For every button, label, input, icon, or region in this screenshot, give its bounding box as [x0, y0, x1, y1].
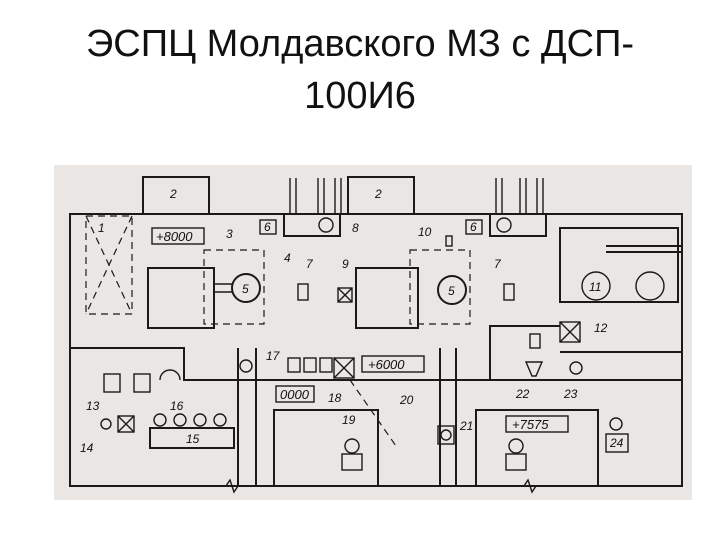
- crane-left: [283, 213, 341, 237]
- item-21: [437, 425, 455, 445]
- elevation-box-top-left: [151, 227, 205, 245]
- callout-11: 11: [589, 280, 601, 294]
- elevation-box-bottom-left: [275, 385, 315, 403]
- item-24: [605, 433, 629, 453]
- callout-10: 10: [418, 225, 432, 239]
- elevation-box-mid: [361, 355, 425, 373]
- callout-7b: 7: [494, 257, 502, 271]
- item-9: [337, 287, 353, 303]
- furnace-right-outline: [409, 249, 471, 325]
- title-line-1: ЭСПЦ Молдавского МЗ с ДСП-: [85, 23, 635, 65]
- slide-title: ЭСПЦ Молдавского МЗ с ДСП- 100И6: [0, 18, 720, 122]
- callout-8: 8: [352, 221, 359, 235]
- callout-23: 23: [563, 387, 578, 401]
- elevation-box-bottom-right: [505, 415, 569, 433]
- item-22: [524, 361, 544, 377]
- item-23: [569, 361, 583, 375]
- area-11: [559, 227, 679, 303]
- callout-5a: 5: [242, 282, 249, 296]
- callout-13: 13: [86, 399, 100, 413]
- crane-right: [489, 213, 547, 237]
- callout-21: 21: [459, 419, 473, 433]
- furnace-right-vessel: [437, 275, 467, 305]
- callout-19: 19: [342, 413, 356, 427]
- callout-16: 16: [170, 399, 184, 413]
- callout-15: 15: [186, 432, 200, 446]
- elevation-mid: +6000: [368, 357, 405, 372]
- callout-22: 22: [515, 387, 530, 401]
- callout-17: 17: [266, 349, 281, 363]
- callout-9: 9: [342, 257, 349, 271]
- callout-6b: 6: [470, 220, 477, 234]
- item-16-arc: [159, 369, 181, 381]
- callout-14: 14: [80, 441, 94, 455]
- callout-4: 4: [284, 251, 291, 265]
- callout-5b: 5: [448, 284, 455, 298]
- bay-left: [142, 176, 210, 215]
- item-11: [581, 271, 611, 301]
- bay-right-label: 2: [374, 187, 382, 201]
- item-6-right: [465, 219, 483, 235]
- item-15: [149, 427, 235, 449]
- elevation-bottom-left: 0000: [280, 387, 310, 402]
- callout-1: 1: [98, 221, 105, 235]
- callout-24: 24: [609, 436, 624, 450]
- area-19: [273, 409, 379, 486]
- callout-18: 18: [328, 391, 342, 405]
- bay-right: [347, 176, 415, 215]
- item-6-left: [259, 219, 277, 235]
- furnace-right-body: [355, 267, 419, 329]
- furnace-left-vessel: [231, 273, 261, 303]
- item-7-left: [297, 283, 309, 301]
- area-7575: [475, 409, 599, 486]
- callout-12: 12: [594, 321, 608, 335]
- callout-20: 20: [399, 393, 414, 407]
- furnace-left-outline: [203, 249, 265, 325]
- item-13a: [103, 373, 121, 393]
- item-7-right: [503, 283, 515, 301]
- ladle-21: [505, 453, 527, 471]
- item-17: [239, 359, 253, 373]
- furnace-left-body: [147, 267, 215, 329]
- callout-6a: 6: [264, 220, 271, 234]
- title-line-2: 100И6: [304, 75, 416, 117]
- item-12: [559, 321, 581, 343]
- elevation-bottom-right: +7575: [512, 417, 549, 432]
- item-18: [333, 357, 355, 379]
- callout-3: 3: [226, 227, 233, 241]
- item-16-lamps: [153, 413, 227, 427]
- building-outline: [69, 213, 683, 487]
- diagram-background: [54, 165, 692, 500]
- callout-7a: 7: [306, 257, 314, 271]
- bay-left-label: 2: [169, 187, 177, 201]
- chutes-left: [289, 178, 342, 214]
- elevation-top-left: +8000: [156, 229, 193, 244]
- item-13b: [133, 373, 151, 393]
- ladle-19: [341, 453, 363, 471]
- item-14: [117, 415, 135, 433]
- chutes-right: [495, 178, 544, 214]
